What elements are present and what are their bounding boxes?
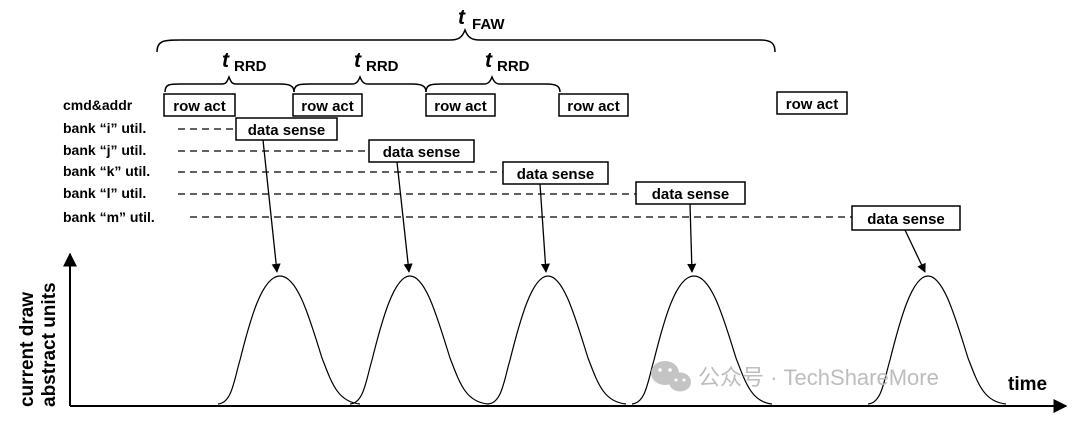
row-label-bank-i: bank “i” util. <box>63 120 146 136</box>
current-peak-5 <box>867 275 1007 405</box>
y-axis-label-line1: current draw <box>17 292 38 407</box>
wechat-icon <box>651 361 691 392</box>
data-sense-label-l: data sense <box>652 186 730 203</box>
y-axis-label-line2: abstract units <box>39 282 60 407</box>
row-act-label-2: row act <box>301 98 354 115</box>
trrd-brace-2 <box>293 74 427 93</box>
data-sense-box-j: data sense <box>368 139 475 163</box>
row-act-label-4: row act <box>567 98 620 115</box>
trrd-label-3: t RRD <box>485 49 530 75</box>
row-act-box-3: row act <box>425 93 496 117</box>
data-sense-label-m: data sense <box>867 211 945 228</box>
row-label-bank-k: bank “k” util. <box>63 163 150 179</box>
data-sense-label-k: data sense <box>517 166 595 183</box>
trrd-brace-3 <box>425 74 561 93</box>
row-act-label-3: row act <box>434 98 487 115</box>
row-label-bank-j: bank “j” util. <box>63 142 146 158</box>
tfaw-t: t <box>458 6 466 29</box>
tfaw-sub: FAW <box>472 16 505 33</box>
trrd-label-1: t RRD <box>222 49 267 75</box>
data-sense-box-m: data sense <box>851 205 961 231</box>
row-act-label-1: row act <box>173 98 226 115</box>
arrow-to-peak-1 <box>262 139 281 273</box>
current-peak-3 <box>487 275 627 405</box>
watermark: 公众号 · TechShareMore <box>651 361 939 392</box>
trrd-3-t: t <box>485 49 493 72</box>
row-act-label-5: row act <box>786 96 839 113</box>
row-act-box-2: row act <box>292 93 363 117</box>
arrow-to-peak-3 <box>539 183 550 273</box>
trrd-brace-1 <box>164 74 295 93</box>
data-sense-box-k: data sense <box>502 161 609 185</box>
tfaw-brace <box>156 27 776 53</box>
row-act-box-1: row act <box>163 93 236 117</box>
data-sense-label-j: data sense <box>383 144 461 161</box>
data-sense-box-i: data sense <box>235 117 338 141</box>
data-sense-box-l: data sense <box>635 181 746 205</box>
tfaw-label: t FAW <box>458 6 505 33</box>
trrd-1-sub: RRD <box>234 58 267 75</box>
arrow-to-peak-5 <box>904 229 926 273</box>
trrd-1-t: t <box>222 49 230 72</box>
arrow-to-peak-4 <box>687 203 697 273</box>
arrow-to-peak-2 <box>396 161 413 273</box>
x-axis-label: time <box>1008 374 1047 395</box>
row-label-cmd: cmd&addr <box>63 97 133 113</box>
watermark-text: 公众号 · TechShareMore <box>698 365 939 390</box>
row-label-bank-m: bank “m” util. <box>63 209 155 225</box>
row-act-box-5: row act <box>776 91 848 115</box>
trrd-3-sub: RRD <box>497 58 530 75</box>
current-peak-4 <box>631 275 773 405</box>
current-peak-2 <box>349 275 489 405</box>
row-act-box-4: row act <box>558 93 629 117</box>
data-sense-label-i: data sense <box>248 122 326 139</box>
trrd-2-sub: RRD <box>366 58 399 75</box>
current-peak-1 <box>217 275 361 405</box>
trrd-label-2: t RRD <box>354 49 399 75</box>
row-label-bank-l: bank “l” util. <box>63 185 146 201</box>
trrd-2-t: t <box>354 49 362 72</box>
